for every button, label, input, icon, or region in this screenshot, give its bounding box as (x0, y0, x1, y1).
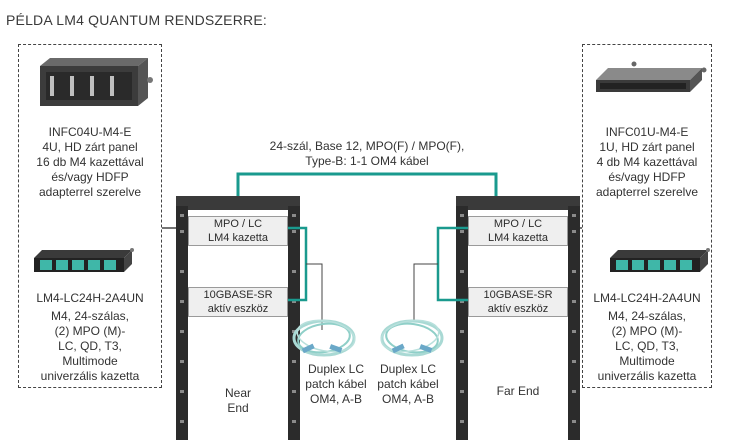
right-rack-top (456, 196, 580, 210)
left-rack-top (176, 196, 300, 210)
trunk-cable (236, 172, 498, 196)
left-patch-cable-label: Duplex LC patch kábel OM4, A-B (305, 362, 367, 406)
left-cassette-illustration (34, 248, 134, 272)
left-cassette-part-number: LM4-LC24H-2A4UN (36, 291, 144, 305)
left-product-box (18, 44, 162, 388)
left-4u-panel-illustration (40, 58, 153, 106)
left-active-label: 10GBASE-SR aktív eszköz (203, 289, 273, 315)
right-patch-leader (413, 263, 438, 322)
right-cassette-label: MPO / LC LM4 kazetta (488, 218, 548, 244)
left-cassette-label: MPO / LC LM4 kazetta (208, 218, 268, 244)
right-cassette-description: LM4-LC24H-2A4UN M4, 24-szálas, (2) MPO (… (584, 291, 710, 384)
left-active-label-box (188, 287, 288, 317)
right-rack-post-right (568, 206, 580, 440)
right-panel-part-number: INFC01U-M4-E (605, 125, 689, 139)
left-rack-post-right (288, 206, 300, 440)
right-panel-description: INFC01U-M4-E 1U, HD zárt panel 4 db M4 k… (584, 125, 710, 200)
right-active-label: 10GBASE-SR aktív eszköz (483, 289, 553, 315)
near-end-label: Near End (224, 386, 251, 415)
right-rack (413, 196, 580, 440)
right-active-label-box (468, 287, 568, 317)
left-patch-leader (306, 263, 323, 330)
left-panel-description: INFC04U-M4-E 4U, HD zárt panel 16 db M4 … (20, 125, 160, 200)
right-cassette-illustration (610, 248, 710, 272)
left-rack (176, 196, 323, 440)
right-patch-cable-illustration (380, 319, 444, 357)
right-1u-panel-illustration (596, 61, 707, 92)
right-product-box (582, 44, 712, 388)
right-patch-cable-label: Duplex LC patch kábel OM4, A-B (377, 362, 439, 406)
left-panel-part-number: INFC04U-M4-E (48, 125, 132, 139)
page-title: PÉLDA LM4 QUANTUM RENDSZERRE: (6, 12, 267, 28)
left-rack-post-left (176, 206, 188, 440)
right-cassette-part-number: LM4-LC24H-2A4UN (593, 291, 701, 305)
left-patch-cable-illustration (292, 319, 356, 357)
right-rack-post-left (456, 206, 468, 440)
far-end-label: Far End (496, 384, 540, 398)
right-cassette-label-box (468, 216, 568, 246)
left-cassette-description: LM4-LC24H-2A4UN M4, 24-szálas, (2) MPO (… (20, 291, 160, 384)
left-cassette-label-box (188, 216, 288, 246)
trunk-cable-label: 24-szál, Base 12, MPO(F) / MPO(F), Type-… (269, 139, 465, 168)
